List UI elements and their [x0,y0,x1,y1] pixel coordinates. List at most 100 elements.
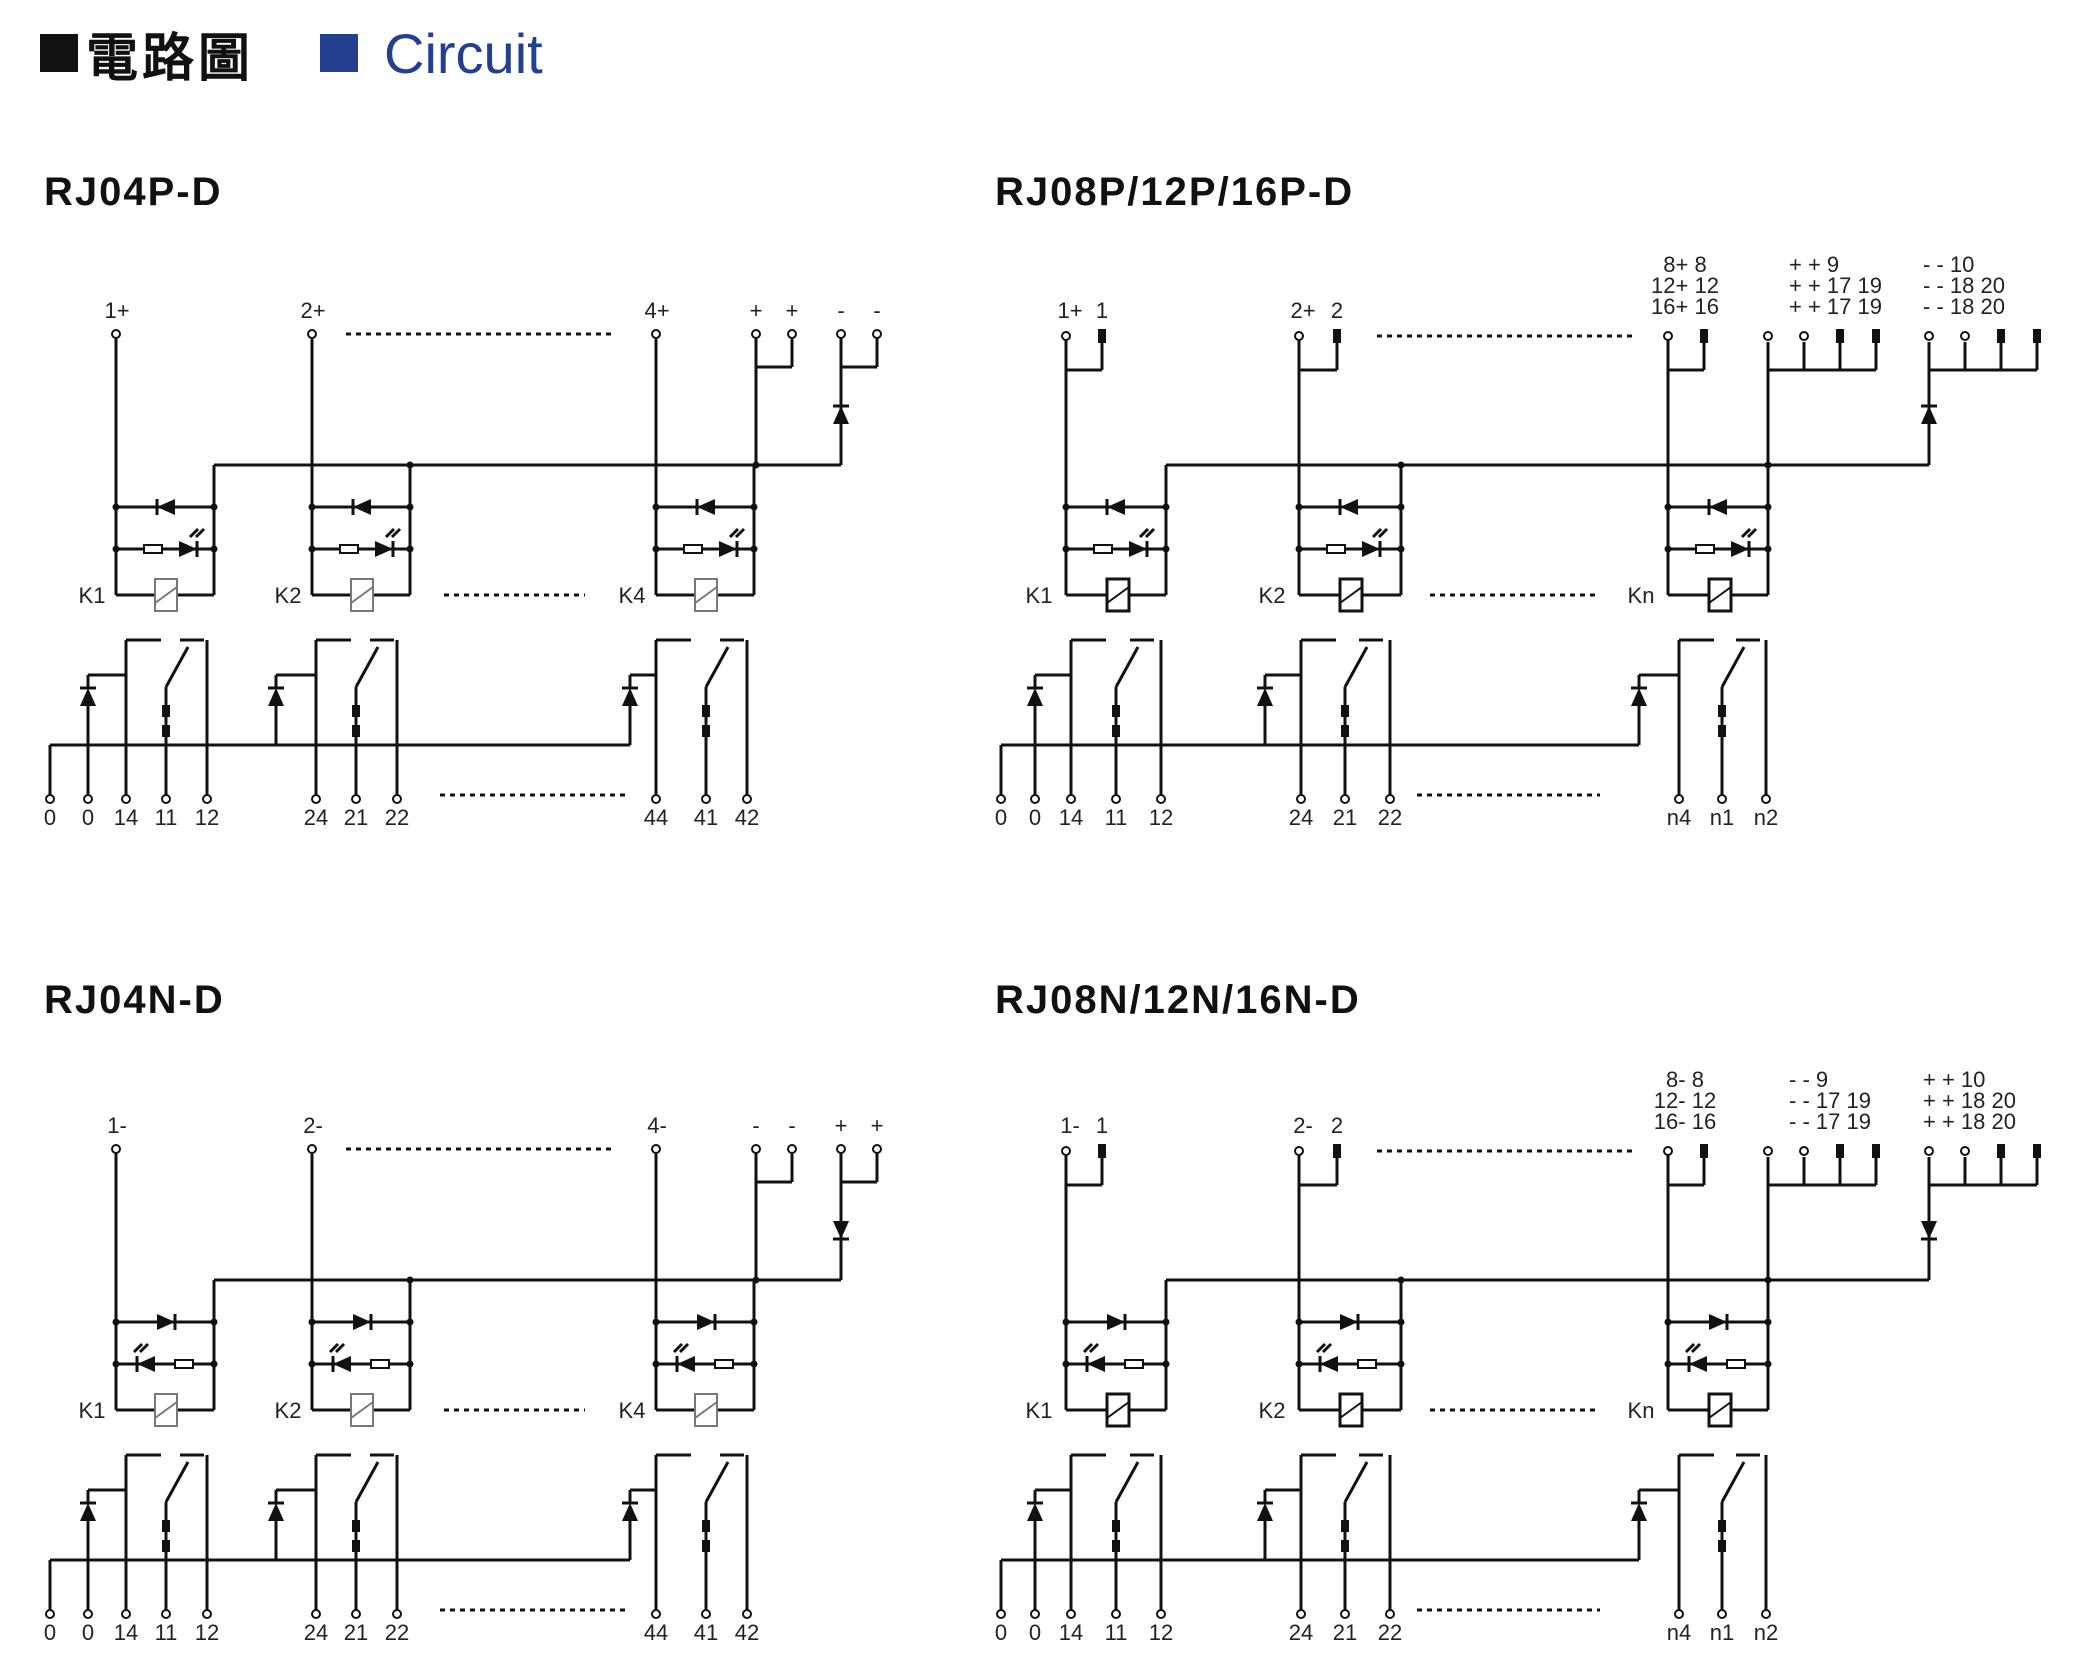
relay-coil-slash [1106,586,1130,604]
terminal-circle [1340,794,1350,804]
relay-coil-slash [154,1401,178,1419]
relay-coil-slash [350,586,374,604]
terminal-circle [872,1144,882,1154]
terminal-circle [701,794,711,804]
pin-label: 2- [1293,1113,1313,1138]
switch-blade [704,1461,730,1503]
relay-coil-slash [1708,586,1732,604]
terminal-circle [1111,794,1121,804]
diode-icon [622,688,638,706]
diode-icon [268,1503,284,1521]
led-ray [1746,527,1758,539]
pin-label: 1 [1096,298,1108,323]
diode-icon [1631,1503,1647,1521]
switch-blade [164,1461,190,1503]
bottom-label: n1 [1710,1620,1734,1645]
terminal-circle [742,1609,752,1619]
junction-dot [1162,1360,1170,1368]
terminal-circle [1156,1609,1166,1619]
terminal-circle [1799,331,1809,341]
terminal-circle [202,794,212,804]
channel-stack-label: 16- 16 [1654,1109,1716,1134]
terminal-square [1700,1144,1708,1158]
channel-stack-label: 8+ 8 [1663,252,1706,277]
switch-blade [354,1461,380,1503]
led-ray [1684,1342,1696,1354]
pin-label: 1+ [1057,298,1082,323]
diode-icon [333,1356,351,1372]
bottom-label: 14 [1059,1620,1083,1645]
diode-icon [1027,1503,1043,1521]
relay-coil-slash [1339,586,1363,604]
terminal-circle [111,1144,121,1154]
junction-dot [1397,1318,1405,1326]
panel-title-rj08n: RJ08N/12N/16N-D [995,978,1361,1022]
supply-label: + [835,1113,848,1138]
bottom-label: n4 [1667,805,1691,830]
junction-dot [1764,461,1772,469]
terminal-circle [836,329,846,339]
led-ray [678,1342,690,1354]
relay-coil-slash [350,1401,374,1419]
diode-icon [1320,1356,1338,1372]
resistor-icon [1093,544,1113,554]
diode-icon [1129,541,1147,557]
junction-dot [1162,545,1170,553]
led-ray [1082,1342,1094,1354]
bottom-label: 14 [114,1620,138,1645]
bottom-label: 22 [1378,805,1402,830]
contact-marker [352,1520,360,1532]
diode-icon [697,499,715,515]
diode-icon [1689,1356,1707,1372]
terminal-circle [45,794,55,804]
diode-icon [1340,1314,1358,1330]
switch-blade [704,646,730,688]
bottom-label: n1 [1710,805,1734,830]
terminal-circle [1960,331,1970,341]
terminal-circle [1717,1609,1727,1619]
relay-label: K4 [619,1398,646,1423]
relay-label: Kn [1628,583,1655,608]
diode-icon [1257,1503,1273,1521]
terminal-circle [1960,1146,1970,1156]
terminal-square [1333,1144,1341,1158]
relay-coil-slash [154,586,178,604]
bottom-label: 21 [1333,805,1357,830]
pin-label: 1 [1096,1113,1108,1138]
junction-dot [1162,503,1170,511]
bottom-label: 0 [82,805,94,830]
relay-label: K1 [1026,1398,1053,1423]
diode-icon [1340,499,1358,515]
pin-label: 4- [647,1113,667,1138]
diode-icon [375,541,393,557]
bus-stack-label: - - 17 19 [1789,1088,1871,1113]
header-cn-title: 電路圖 [86,29,255,88]
terminal-circle [787,1144,797,1154]
terminal-circle [1663,331,1673,341]
led-ray [334,1342,346,1354]
bus-stack-label: + + 18 20 [1923,1088,2016,1113]
contact-marker [1112,705,1120,717]
switch-blade [354,646,380,688]
contact-marker [1112,1520,1120,1532]
led-ray [138,1342,150,1354]
led-ray [1371,527,1383,539]
terminal-circle [1296,1609,1306,1619]
diode-icon [1921,1221,1937,1239]
diode-icon [1257,688,1273,706]
diode-icon [80,1503,96,1521]
bottom-label: 24 [1289,1620,1313,1645]
terminal-square [2033,329,2041,343]
junction-dot [1162,1318,1170,1326]
terminal-circle [1663,1146,1673,1156]
terminal-circle [83,794,93,804]
relay-label: K4 [619,583,646,608]
led-ray [188,527,200,539]
bottom-label: 11 [1105,1620,1128,1645]
contact-marker [702,705,710,717]
pin-label: 2- [303,1113,323,1138]
junction-dot [750,1318,758,1326]
diode-icon [1107,1314,1125,1330]
junction-dot [1397,545,1405,553]
supply-label: - [837,298,844,323]
